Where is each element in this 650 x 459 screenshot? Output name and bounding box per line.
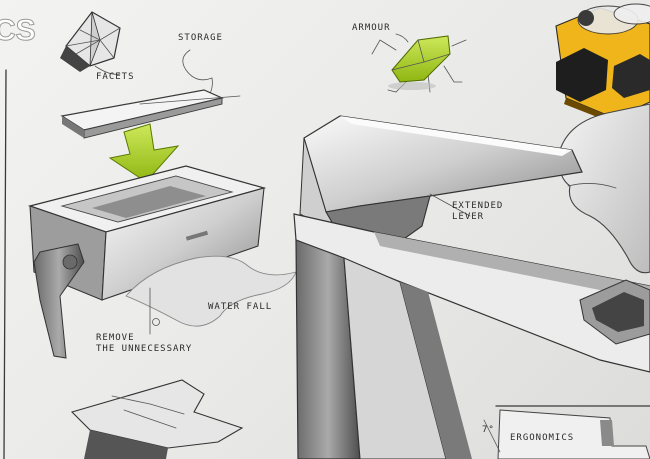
extended-label-line1: EXTENDED	[452, 201, 503, 211]
armour-label: ARMOUR	[352, 23, 391, 33]
corner-logo: CS	[0, 14, 36, 47]
remove-label-line1: REMOVE	[96, 333, 135, 343]
basin-lever	[33, 243, 85, 359]
faucet-main-sketch	[293, 115, 650, 459]
storage-leader	[182, 49, 213, 101]
ergonomics-label: ERGONOMICS	[510, 433, 574, 443]
storage-label: STORAGE	[178, 33, 223, 43]
faceted-gem-sketch	[60, 11, 121, 72]
ergonomic-sketch	[483, 405, 650, 459]
armour-leader	[395, 33, 409, 43]
lid-guide-line	[139, 95, 241, 105]
extended-leader	[429, 193, 471, 217]
bee-honeycomb-sketch	[555, 3, 650, 122]
angle-label: 7°	[482, 425, 495, 435]
waterfall-stream	[125, 255, 297, 327]
remove-label-line2: THE UNNECESSARY	[96, 344, 192, 354]
lower-faceted-sketch	[70, 379, 244, 459]
lid-plate	[60, 89, 224, 139]
hand-finger-crease	[567, 183, 617, 189]
left-edge-line	[3, 69, 7, 459]
waterfall-label: WATER FALL	[208, 302, 272, 312]
extended-label-line2: LEVER	[452, 212, 484, 222]
facets-leader	[94, 65, 121, 75]
hand-sketch	[558, 103, 650, 274]
armour-beetle-sketch	[371, 35, 467, 93]
facets-label: FACETS	[96, 72, 135, 82]
insert-arrow	[108, 123, 180, 183]
